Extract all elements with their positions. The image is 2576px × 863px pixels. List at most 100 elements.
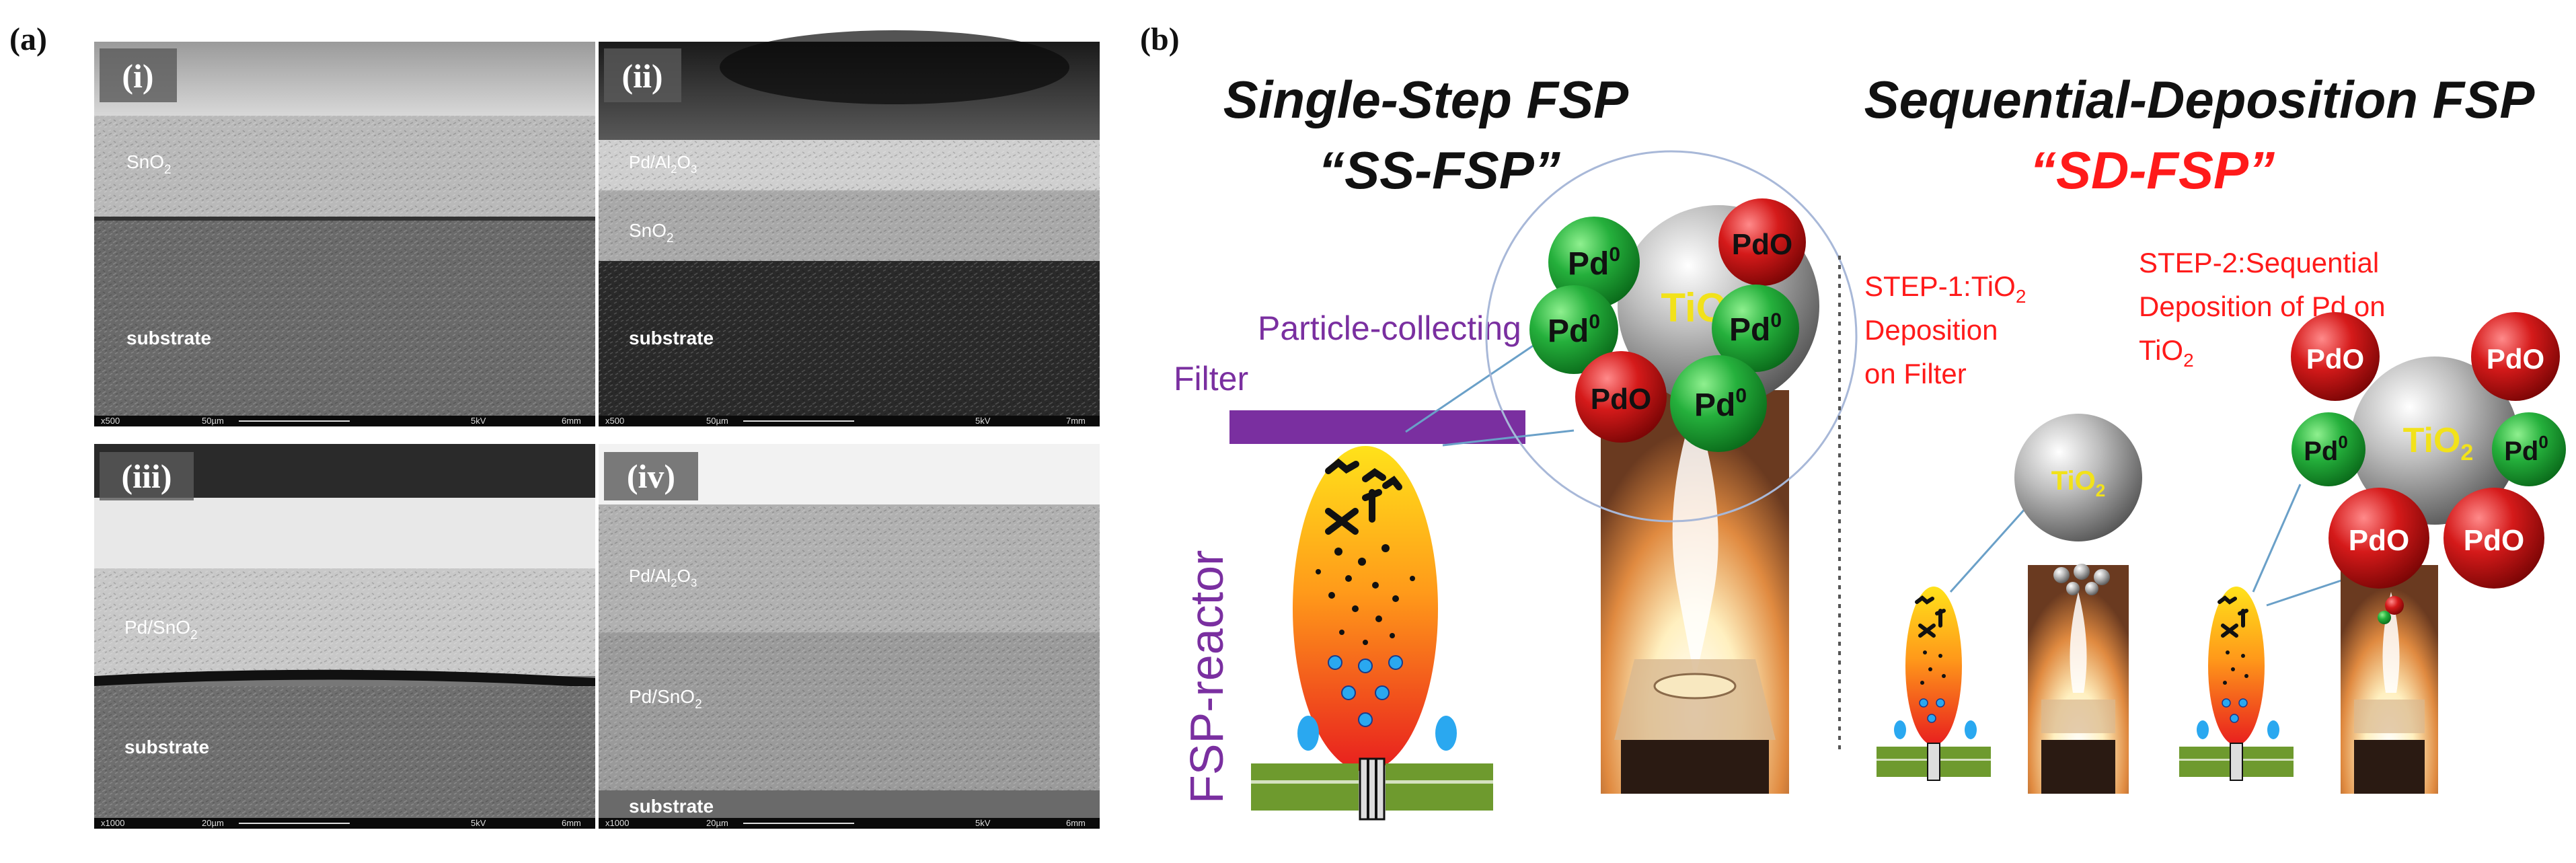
svg-text:Pd0: Pd0 [1729, 309, 1782, 348]
filter-label-line2: Filter [1174, 360, 1248, 398]
sem-ii-kv: 5kV [975, 416, 991, 426]
sem-iii-layer-pdsno2: Pd/SnO [124, 617, 190, 638]
panel-b-label: (b) [1140, 22, 1180, 57]
sem-iii-mag: x1000 [101, 818, 124, 828]
sd-pd0-label-2: Pd [2504, 437, 2538, 466]
sem-iii-layer-substrate: substrate [124, 737, 209, 757]
sd-pd0-particle-2 [2492, 412, 2566, 486]
sem-i-layer-sno2: SnO [126, 151, 164, 172]
sd-pdo-particle-1 [2291, 312, 2380, 401]
sd-pdo-label-4: PdO [2464, 524, 2524, 557]
sem-image-iii: (iii) Pd/SnO2 substrate x1000 20µm 5kV 6… [94, 444, 595, 829]
step1-tio2-particle [2014, 414, 2142, 541]
step2-line3: TiO [2139, 334, 2183, 366]
sem-i-numeral: (i) [122, 57, 153, 95]
pd0-label-2: Pd [1548, 313, 1589, 349]
pd0-particle-3 [1712, 285, 1799, 372]
pd0-particle-1 [1548, 217, 1640, 308]
svg-text:TiO2: TiO2 [2051, 466, 2105, 500]
sem-iii-numeral: (iii) [122, 457, 172, 495]
step2-flame-diagram [2179, 587, 2294, 781]
step1-leader-line [1949, 493, 2039, 593]
sem-image-ii: (ii) Pd/Al2O3 SnO2 substrate x500 50µm 5… [599, 30, 1100, 426]
sem-ii-layer-pdal2o3: Pd/Al [629, 152, 671, 172]
pd0-particle-4 [1670, 355, 1767, 452]
sd-pdo-particle-3 [2328, 488, 2429, 589]
ss-particle-cluster: TiO2 Pd0 PdO Pd0 Pd0 PdO Pd0 [1529, 198, 1819, 452]
step1-flame-photo [2028, 564, 2129, 794]
sem-i-kv: 5kV [471, 416, 486, 426]
sem-ii-mag: x500 [605, 416, 624, 426]
sem-i-mag: x500 [101, 416, 120, 426]
sd-tio2-label: TiO [2403, 421, 2461, 460]
step2-line1: STEP-2:Sequential [2139, 247, 2379, 278]
sem-image-iv: (iv) Pd/Al2O3 Pd/SnO2 substrate x1000 20… [599, 444, 1100, 829]
zoom-circle [1485, 150, 1858, 523]
zoom-leader-line-2 [1442, 429, 1575, 447]
sem-iii-scale: 20µm [202, 818, 224, 828]
sd-particle-cluster: TiO2 PdO PdO Pd0 Pd0 PdO PdO [2291, 312, 2566, 589]
sd-pd0-label-1: Pd [2304, 437, 2338, 466]
pd0-label-4: Pd [1694, 387, 1735, 423]
sd-pd0-particle-1 [2291, 412, 2365, 486]
svg-text:Pd0: Pd0 [2304, 432, 2348, 466]
pdo-label-1: PdO [1732, 228, 1792, 261]
pdo-label-2: PdO [1591, 383, 1651, 416]
panel-a-label: (a) [9, 22, 47, 57]
svg-text:Pd/Al2O3: Pd/Al2O3 [629, 152, 697, 176]
svg-text:SnO2: SnO2 [629, 220, 674, 246]
svg-text:TiO2: TiO2 [2139, 334, 2194, 371]
sd-fsp-abbrev: “SD-FSP” [2030, 141, 2275, 200]
sem-iv-layer-pdsno2: Pd/SnO [629, 686, 695, 707]
sem-ii-layer-sno2: SnO [629, 220, 667, 241]
ss-fsp-title: Single-Step FSP [1223, 70, 1629, 129]
sem-iii-kv: 5kV [471, 818, 486, 828]
svg-text:TiO2: TiO2 [2403, 421, 2474, 465]
step1-line1: STEP-1:TiO [1864, 270, 2016, 302]
step1-flame-diagram [1877, 587, 1991, 781]
pd0-particle-2 [1529, 285, 1618, 374]
filter-label-line1: Particle-collecting [1258, 309, 1521, 347]
ss-fsp-abbrev: “SS-FSP” [1318, 141, 1560, 200]
step1-line3: on Filter [1864, 358, 1967, 389]
sem-ii-scale: 50µm [706, 416, 728, 426]
sem-iv-layer-substrate: substrate [629, 796, 714, 817]
sem-image-i: (i) SnO2 substrate x500 50µm 5kV 6mm [94, 42, 595, 426]
svg-text:SnO2: SnO2 [126, 151, 172, 177]
ss-flame-diagram [1251, 446, 1493, 821]
sem-ii-numeral: (ii) [621, 57, 662, 95]
sem-iv-mag: x1000 [605, 818, 629, 828]
step2-leader-line-1 [2252, 484, 2302, 593]
sem-iv-scale: 20µm [706, 818, 728, 828]
svg-text:Pd0: Pd0 [1548, 311, 1600, 349]
particle-filter-bar [1229, 410, 1525, 444]
step1-line2: Deposition [1864, 314, 1998, 346]
svg-text:Pd/Al2O3: Pd/Al2O3 [629, 566, 697, 589]
sem-ii-wd: 7mm [1066, 416, 1086, 426]
sem-i-wd: 6mm [562, 416, 581, 426]
sd-pdo-label-2: PdO [2487, 343, 2544, 375]
sem-i-layer-substrate: substrate [126, 328, 211, 348]
pd0-label-3: Pd [1729, 312, 1770, 348]
sem-iv-kv: 5kV [975, 818, 991, 828]
step2-flame-photo [2341, 565, 2438, 794]
fsp-reactor-label: FSP-reactor [1180, 550, 1233, 804]
zoom-leader-line-1 [1405, 335, 1548, 433]
sem-iii-wd: 6mm [562, 818, 581, 828]
sem-i-scale: 50µm [202, 416, 224, 426]
sem-ii-layer-substrate: substrate [629, 328, 714, 348]
step1-tio2-label: TiO [2051, 466, 2096, 496]
pd0-label-1: Pd [1568, 246, 1609, 282]
sem-iv-layer-pdal2o3: Pd/Al [629, 566, 671, 586]
sd-pdo-particle-4 [2444, 488, 2544, 589]
svg-text:Pd0: Pd0 [1694, 385, 1747, 423]
svg-text:Pd/SnO2: Pd/SnO2 [124, 617, 198, 642]
sem-iv-numeral: (iv) [627, 457, 675, 495]
sd-pdo-label-1: PdO [2306, 343, 2364, 375]
sd-pdo-particle-2 [2471, 312, 2560, 401]
sd-fsp-title: Sequential-Deposition FSP [1864, 70, 2536, 129]
svg-text:Pd0: Pd0 [2504, 432, 2548, 466]
sd-pdo-label-3: PdO [2349, 524, 2409, 557]
ss-flame-photo [1601, 390, 1789, 794]
